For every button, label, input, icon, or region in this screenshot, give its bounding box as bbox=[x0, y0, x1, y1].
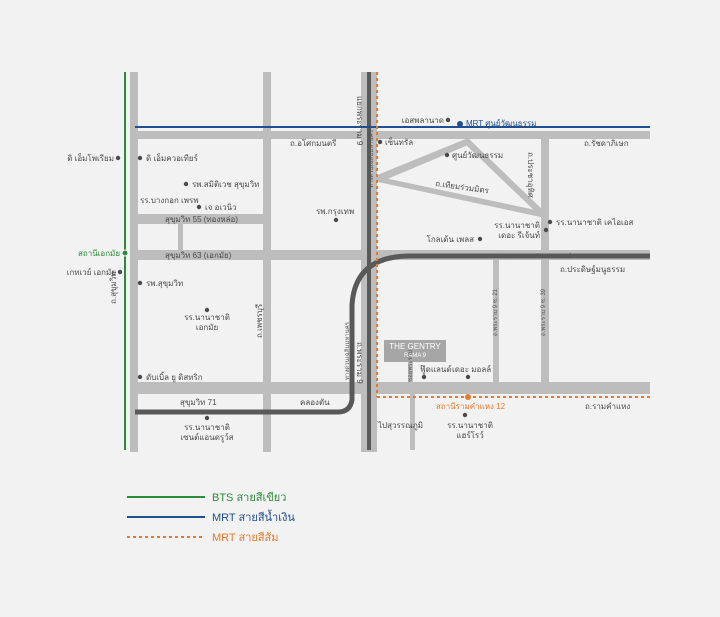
label-sukhumvit-hospital: รพ.สุขุมวิท bbox=[146, 279, 183, 288]
place-dots bbox=[115, 117, 553, 421]
label-sukhumvit-road: ถ.สุขุมวิท bbox=[109, 272, 118, 304]
project-box bbox=[384, 340, 446, 362]
label-mrt-cultural: MRT ศูนย์วัฒนธรรม bbox=[466, 118, 536, 129]
label-sukhumvit-55: สุขุมวิท 55 (ทองหล่อ) bbox=[165, 215, 238, 224]
label-foodland: ฟู๊ดแลนด์ bbox=[420, 364, 452, 375]
label-the-mall: เดอะ มอลล์ bbox=[452, 364, 491, 374]
label-rama9-vertical: ถ.พระราม 9 bbox=[355, 342, 364, 384]
mrt-ramkhamhaeng-dot bbox=[465, 394, 471, 400]
label-bts-ekkamai: สถานีเอกมัย bbox=[78, 249, 120, 258]
map-legend: BTS สายสีเขียว MRT สายสีน้ำเงิน MRT สายส… bbox=[127, 491, 295, 544]
road-diagonal-lower bbox=[375, 176, 545, 218]
project-subtitle: RAMA 9 bbox=[404, 353, 427, 359]
road-sukhumvit-55 bbox=[138, 214, 263, 224]
road-soi-vertical bbox=[263, 72, 271, 452]
label-kis: รร.นานาชาติ เคไอเอส bbox=[556, 218, 634, 227]
bts-ekkamai-dot bbox=[121, 249, 129, 257]
label-krungthep-hospital: รพ.กรุงเทพ bbox=[316, 207, 354, 216]
label-bangkok-prep: รร.บางกอก เพรพ bbox=[140, 196, 199, 205]
label-sukhumvit-63: สุขุมวิท 63 (เอกมัย) bbox=[165, 251, 232, 260]
label-st-andrews-2: เซนต์แอนดรูว์ส bbox=[180, 432, 233, 443]
label-samitivej: รพ.สมิติเวช สุขุมวิท bbox=[192, 180, 259, 189]
expressway-network bbox=[135, 72, 650, 450]
legend-mrt-blue-label: MRT สายสีน้ำเงิน bbox=[212, 509, 295, 524]
legend-mrt-orange-label: MRT สายสีส้ม bbox=[212, 531, 279, 544]
label-harrow-2: แฮร์โรว์ bbox=[456, 430, 483, 440]
label-ris-1: รร.นานาชาติ bbox=[494, 221, 540, 230]
road-sukhumvit-west bbox=[130, 72, 138, 452]
label-asok-montri: ถ.อโศกมนตรี bbox=[290, 138, 337, 148]
road-soi-39 bbox=[541, 255, 547, 385]
road-prasarnmit bbox=[410, 390, 415, 450]
label-mrt-ramkhamhaeng: สถานีรามคำแหง 12 bbox=[436, 402, 506, 411]
label-harrow-1: รร.นานาชาติ bbox=[447, 421, 493, 430]
label-soi-small: ซอยพระราม bbox=[407, 350, 414, 382]
legend-bts-label: BTS สายสีเขียว bbox=[212, 491, 286, 504]
label-central: เซ็นทรัล bbox=[385, 137, 413, 147]
label-cultural-center: ศูนย์วัฒนธรรม bbox=[452, 150, 503, 161]
label-esplanade: เอสพลานาด bbox=[402, 116, 444, 125]
label-st-andrews-1: รร.นานาชาติ bbox=[184, 423, 230, 432]
label-pracha-uthit: ถ.ประชาอุทิศ bbox=[526, 152, 535, 198]
project-name: THE GENTRY bbox=[389, 342, 441, 351]
label-nist-2: เอกมัย bbox=[196, 323, 218, 332]
label-rama9-top: แยกพระราม 9 bbox=[355, 96, 364, 146]
label-gateway-ekkamai: เกทเวย์ เอกมัย bbox=[67, 267, 116, 277]
road-sukhumvit-71 bbox=[130, 382, 650, 394]
label-em-quartier: ดิ เอ็มควอเทียร์ bbox=[146, 153, 199, 163]
label-khlongton: คลองตัน bbox=[300, 398, 330, 407]
label-pradit-manutham: ถ.ประดิษฐ์มนูธรรม bbox=[560, 264, 625, 275]
label-ratchadaphisek: ถ.รัชดาภิเษก bbox=[584, 139, 629, 148]
label-nist-1: รร.นานาชาติ bbox=[184, 313, 230, 322]
road-soi-21 bbox=[493, 255, 499, 385]
label-emporium: ดิ เอ็มโพเรียม bbox=[67, 153, 114, 163]
label-expressway-vertical: ทางด่วนเฉลิมมหานคร bbox=[368, 129, 375, 188]
label-phet-buri: ถ.เพชรบุรี bbox=[255, 303, 264, 338]
expressway-chalong-rat bbox=[135, 253, 650, 415]
road-diagonal-right bbox=[464, 138, 545, 216]
road-sukhumvit-63 bbox=[130, 250, 650, 260]
label-soi-21: ถ.พระราม 9 ซ. 21 bbox=[492, 288, 499, 336]
label-to-suvarnabhumi: ไปสุวรรณภูมิ bbox=[377, 421, 423, 431]
mrt-orange-line bbox=[376, 72, 652, 398]
road-thiam-ruam-mit bbox=[375, 138, 473, 182]
label-j-avenue: เจ อเวนิว bbox=[205, 203, 237, 212]
label-expressway-down: ทางด่วนเฉลิมมหานคร bbox=[344, 321, 351, 380]
label-sukhumvit-71: สุขุมวิท 71 bbox=[180, 398, 217, 407]
road-connector bbox=[178, 224, 183, 250]
label-golden-place: โกลเด้น เพลส bbox=[427, 234, 475, 244]
label-soi-39: ถ.พระราม 9 ซ. 39 bbox=[540, 288, 547, 336]
road-network bbox=[130, 72, 650, 452]
road-phet-buri bbox=[130, 131, 650, 139]
mrt-cultural-dot bbox=[457, 121, 463, 127]
label-expressway-chalong: ทางด่วนฉลองรัช-อาจณรงค์ bbox=[500, 252, 571, 260]
label-ris-2: เดอะ รีเจ้นท์ bbox=[498, 230, 540, 240]
label-dbs: ดับเบิ้ล ยู ดิสทริก bbox=[146, 371, 203, 383]
label-ramkhamhaeng: ถ.รามคำแหง bbox=[585, 402, 630, 411]
road-soi-small bbox=[408, 360, 413, 385]
